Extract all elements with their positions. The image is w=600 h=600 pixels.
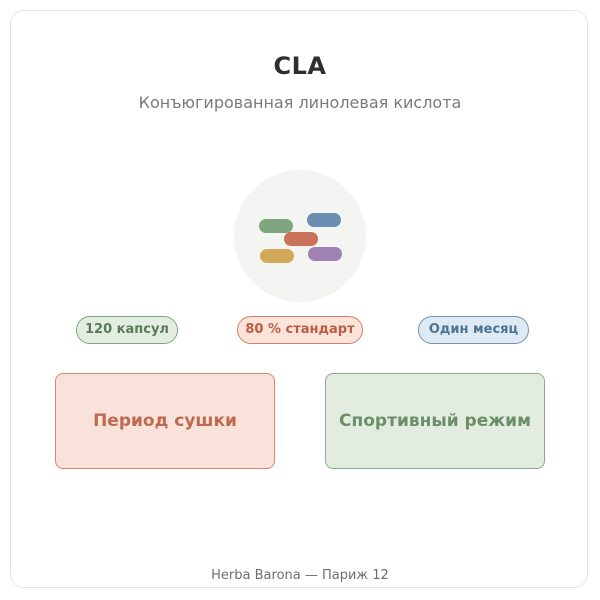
sport-mode-label: Спортивный режим	[339, 411, 531, 431]
product-logo	[234, 170, 366, 302]
badge-capsule-count: 120 капсул	[76, 316, 178, 344]
sport-mode-button[interactable]: Спортивный режим	[325, 373, 545, 469]
capsule-purple	[308, 247, 342, 261]
drying-period-button[interactable]: Период сушки	[55, 373, 275, 469]
badge-standard: 80 % стандарт	[237, 316, 363, 344]
capsule-yellow	[260, 249, 294, 263]
capsule-blue	[307, 213, 341, 227]
capsules-icon	[259, 213, 342, 263]
drying-period-label: Период сушки	[93, 411, 237, 431]
product-subtitle: Конъюгированная линолевая кислота	[138, 93, 462, 112]
product-title: CLA	[273, 52, 327, 80]
capsule-orange	[284, 232, 318, 246]
badge-duration: Один месяц	[418, 316, 529, 344]
footer-address: Herba Barona — Париж 12	[211, 568, 389, 583]
capsule-green	[259, 219, 293, 233]
